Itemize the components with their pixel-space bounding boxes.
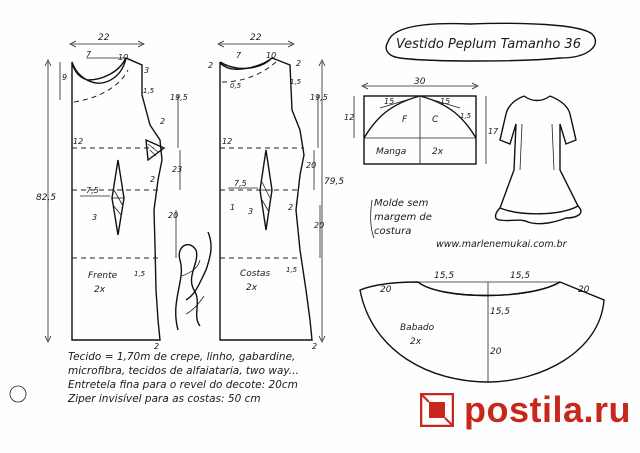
front-dim-side: 2 xyxy=(160,117,165,126)
ruffle-label: Babado xyxy=(400,323,435,333)
back-dim-hem-side: 1,5 xyxy=(286,266,298,274)
sleeve-dim-ease: 1,5 xyxy=(460,112,472,120)
back-dim-neck-drop: 2 xyxy=(208,61,213,70)
title-text: Vestido Peplum Tamanho 36 xyxy=(396,37,581,52)
instruction-line: Entretela fina para o revel do decote: 2… xyxy=(68,379,298,391)
front-pattern: 22 7 10 3 9 1,5 19,5 2 12 23 7,5 3 20 82… xyxy=(36,33,188,351)
signature xyxy=(175,231,212,331)
back-dim-neck: 7 xyxy=(236,51,242,60)
front-dim-shoulder: 10 xyxy=(118,53,128,62)
title-cloud: Vestido Peplum Tamanho 36 xyxy=(385,22,597,62)
note-line-1: Molde sem xyxy=(374,198,429,209)
front-dim-neck: 7 xyxy=(86,50,92,59)
sleeve-front-mark: F xyxy=(402,115,408,125)
front-label: Frente xyxy=(88,271,118,281)
front-dim-length: 82,5 xyxy=(36,193,56,203)
ruffle-dim-right: 15,5 xyxy=(510,271,530,281)
front-dim-armhole-depth: 19,5 xyxy=(170,93,188,102)
front-dart xyxy=(111,159,125,236)
ruffle-copies: 2x xyxy=(410,337,422,347)
ruffle-pattern: 15,5 15,5 20 20 15,5 20 Babado 2x xyxy=(359,271,605,383)
note-line-3: costura xyxy=(374,226,411,237)
back-dim-armhole-depth: 19,5 xyxy=(310,93,328,102)
back-dim-dart-pos: 7,5 xyxy=(234,179,247,188)
ruffle-dim-left: 15,5 xyxy=(434,271,454,281)
back-dim-shoulder-drop: 2 xyxy=(296,59,301,68)
front-dim-hem-side: 1,5 xyxy=(134,270,146,278)
back-dim-dart-width: 3 xyxy=(248,207,253,216)
back-dim-dart-side: 1 xyxy=(230,203,235,212)
front-copies: 2x xyxy=(94,285,106,295)
sleeve-dim-width: 30 xyxy=(414,77,426,87)
sleeve-label: Manga xyxy=(376,147,406,157)
front-dim-dart-pos: 7,5 xyxy=(86,186,99,195)
instruction-line: microfibra, tecidos de alfaiataria, two … xyxy=(68,365,299,377)
dress-sketch xyxy=(494,95,582,225)
back-dim-shoulder: 10 xyxy=(266,51,276,60)
sleeve-dim-length: 17 xyxy=(488,127,499,136)
instruction-line: Ziper invisível para as costas: 50 cm xyxy=(68,393,261,405)
sleeve-back-mark: C xyxy=(432,115,439,125)
back-dim-hip: 20 xyxy=(314,221,324,230)
note-line-2: margem de xyxy=(374,212,432,223)
back-dim-armhole: 1,5 xyxy=(290,78,302,86)
front-dim-hem: 2 xyxy=(154,342,159,351)
front-dim-neck-depth: 9 xyxy=(62,73,67,82)
watermark-text: postila.ru xyxy=(464,389,632,430)
front-dim-waist: 23 xyxy=(172,165,182,174)
watermark-logo-icon xyxy=(420,393,454,427)
front-dim-bust: 12 xyxy=(73,137,83,146)
back-pattern: 22 7 10 2 0,5 1,5 19,5 2 12 20 79,5 7,5 … xyxy=(208,33,344,351)
ruffle-dim-depth: 15,5 xyxy=(490,307,510,317)
front-dim-shoulder-drop: 3 xyxy=(144,66,149,75)
watermark: postila.ru xyxy=(420,386,631,434)
front-dim-waist-side: 2 xyxy=(150,175,155,184)
front-dim-width: 22 xyxy=(98,33,110,43)
pattern-note: Molde sem margem de costura xyxy=(370,198,432,239)
sleeve-pattern: 30 15 15 12 17 1,5 F C Manga 2x xyxy=(344,77,499,165)
sleeve-copies: 2x xyxy=(432,147,444,157)
back-outline xyxy=(219,57,313,341)
back-label: Costas xyxy=(240,269,271,279)
sleeve-dim-half-right: 15 xyxy=(440,97,450,106)
back-dim-width: 22 xyxy=(250,33,262,43)
ruffle-dim-right-end: 20 xyxy=(578,285,590,295)
back-copies: 2x xyxy=(246,283,258,293)
front-dim-dart-width: 3 xyxy=(92,213,97,222)
fabric-instructions: Tecido = 1,70m de crepe, linho, gabardin… xyxy=(68,350,368,406)
back-dim-waist-side: 2 xyxy=(288,203,293,212)
back-dim-bust: 12 xyxy=(222,137,232,146)
ruffle-dim-width: 20 xyxy=(490,347,502,357)
instruction-line: Tecido = 1,70m de crepe, linho, gabardin… xyxy=(68,351,296,363)
back-dim-waist: 20 xyxy=(306,161,316,170)
front-dim-armhole: 1,5 xyxy=(143,87,155,95)
front-outline xyxy=(71,57,163,341)
website-text: www.marlenemukai.com.br xyxy=(436,239,568,250)
back-dim-neck-depth: 0,5 xyxy=(230,82,242,90)
back-dim-hem: 2 xyxy=(312,342,317,351)
back-dart xyxy=(259,149,273,231)
sleeve-dim-half-left: 15 xyxy=(384,97,394,106)
front-dim-hip: 20 xyxy=(168,211,178,220)
ruffle-dim-left-end: 20 xyxy=(380,285,392,295)
back-dim-length: 79,5 xyxy=(324,177,344,187)
sleeve-dim-cap: 12 xyxy=(344,113,354,122)
ruffle-outline xyxy=(359,281,605,383)
